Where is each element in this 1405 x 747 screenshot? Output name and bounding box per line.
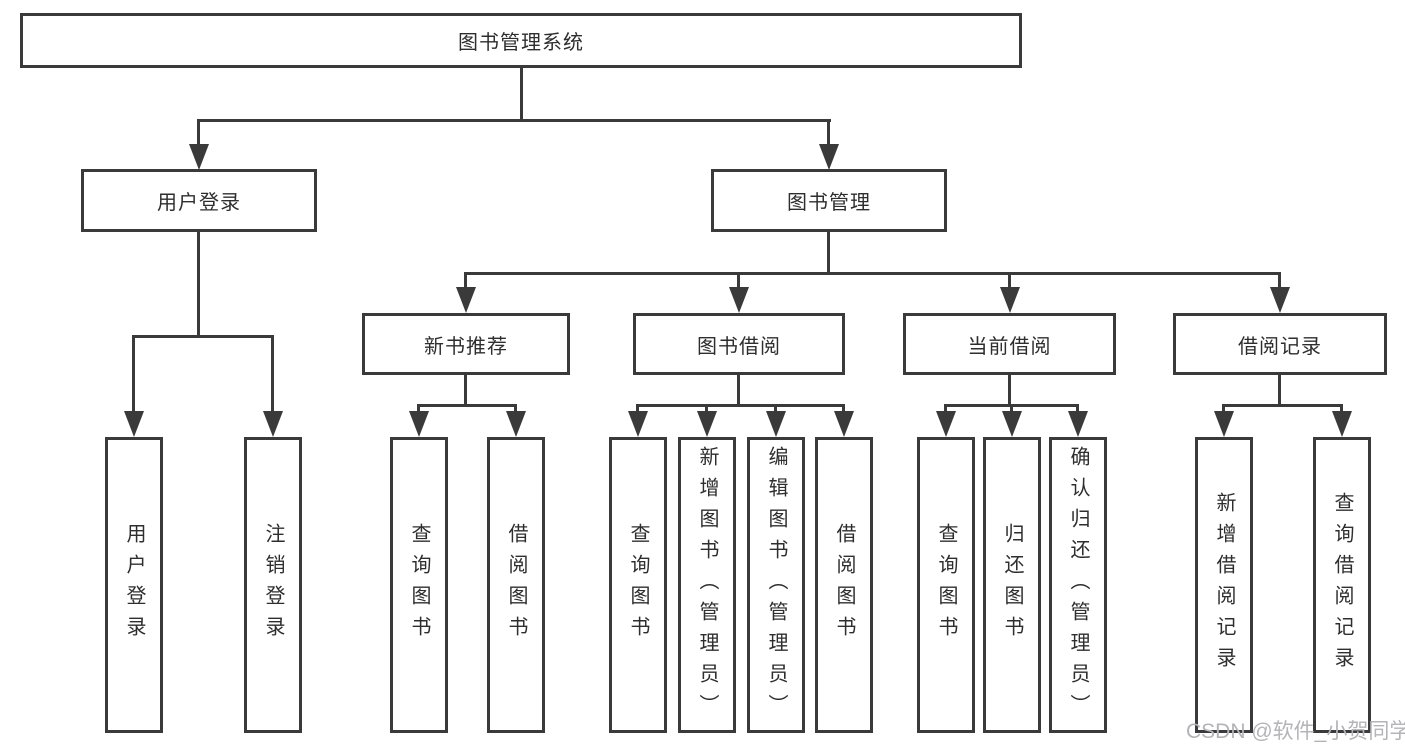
connector-line [464, 272, 1281, 275]
connector-line [774, 404, 777, 414]
arrow-down-icon [834, 411, 854, 437]
connector-line [197, 119, 200, 147]
connector-line [1222, 404, 1343, 407]
arrow-down-icon [697, 411, 717, 437]
leaf-label: 注销登录 [262, 523, 284, 647]
node-library-management-system: 图书管理系统 [20, 13, 1022, 68]
connector-line [827, 119, 830, 147]
leaf-query-current-borrow: 查询图书 [917, 437, 975, 733]
leaf-return-book: 归还图书 [983, 437, 1041, 733]
arrow-down-icon [1068, 411, 1088, 437]
leaf-borrow-book: 借阅图书 [815, 437, 873, 733]
leaf-edit-book-admin: 编辑图书（管理员） [747, 437, 805, 733]
connector-line [132, 335, 274, 338]
leaf-query-borrow-record: 查询借阅记录 [1313, 437, 1371, 733]
arrow-down-icon [409, 411, 429, 437]
node-label: 图书管理 [787, 192, 871, 214]
connector-line [520, 68, 523, 121]
node-label: 借阅记录 [1238, 335, 1322, 358]
leaf-label: 查询图书 [408, 523, 430, 647]
leaf-label: 借阅图书 [505, 523, 527, 647]
leaf-add-borrow-record: 新增借阅记录 [1195, 437, 1253, 733]
connector-line [464, 272, 467, 289]
connector-line [737, 375, 740, 407]
leaf-label: 编辑图书（管理员） [765, 445, 787, 725]
leaf-user-login: 用户登录 [105, 437, 163, 733]
node-book-management: 图书管理 [711, 169, 947, 232]
leaf-label: 查询图书 [935, 523, 957, 647]
arrow-down-icon [819, 144, 839, 170]
connector-line [132, 335, 135, 413]
connector-line [514, 404, 517, 414]
arrow-down-icon [189, 144, 209, 170]
connector-line [271, 335, 274, 413]
connector-line [636, 404, 639, 414]
connector-line [197, 232, 200, 337]
node-label: 当前借阅 [967, 335, 1052, 358]
connector-line [944, 404, 947, 414]
connector-line [464, 375, 467, 407]
arrow-down-icon [1270, 287, 1290, 313]
arrow-down-icon [628, 411, 648, 437]
arrow-down-icon [124, 411, 144, 437]
node-label: 新书推荐 [424, 335, 508, 358]
connector-line [705, 404, 708, 414]
arrow-down-icon [1214, 411, 1234, 437]
connector-line [1008, 375, 1011, 407]
leaf-label: 确认归还（管理员） [1067, 445, 1089, 725]
leaf-query-book-recommend: 查询图书 [390, 437, 448, 733]
arrow-down-icon [506, 411, 526, 437]
node-user-login: 用户登录 [81, 169, 317, 232]
arrow-down-icon [766, 411, 786, 437]
leaf-label: 新增图书（管理员） [696, 445, 718, 725]
leaf-query-book-borrow: 查询图书 [609, 437, 667, 733]
arrow-down-icon [263, 411, 283, 437]
connector-line [1222, 404, 1225, 414]
connector-line [737, 272, 740, 289]
leaf-label: 归还图书 [1001, 523, 1023, 647]
connector-line [1340, 404, 1343, 414]
connector-line [636, 404, 845, 407]
node-label: 图书借阅 [697, 335, 781, 358]
leaf-label: 查询借阅记录 [1331, 492, 1353, 678]
connector-line [1076, 404, 1079, 414]
arrow-down-icon [1000, 287, 1020, 313]
arrow-down-icon [456, 287, 476, 313]
connector-line [1008, 272, 1011, 289]
node-borrow-record: 借阅记录 [1173, 313, 1387, 375]
leaf-confirm-return-admin: 确认归还（管理员） [1049, 437, 1107, 733]
node-current-borrow: 当前借阅 [903, 313, 1116, 375]
leaf-borrow-book-recommend: 借阅图书 [487, 437, 545, 733]
leaf-add-book-admin: 新增图书（管理员） [678, 437, 736, 733]
connector-line [197, 119, 831, 122]
arrow-down-icon [729, 287, 749, 313]
leaf-label: 查询图书 [627, 523, 649, 647]
node-new-book-recommend: 新书推荐 [362, 313, 570, 375]
csdn-watermark: CSDN @软件_小贺同学 [1186, 720, 1405, 743]
arrow-down-icon [936, 411, 956, 437]
node-book-borrow: 图书借阅 [633, 313, 845, 375]
leaf-logout: 注销登录 [244, 437, 302, 733]
leaf-label: 借阅图书 [833, 523, 855, 647]
connector-line [1278, 375, 1281, 407]
connector-line [827, 232, 830, 274]
connector-line [1010, 404, 1013, 414]
arrow-down-icon [1002, 411, 1022, 437]
connector-line [842, 404, 845, 414]
leaf-label: 用户登录 [123, 523, 145, 647]
node-label: 图书管理系统 [458, 32, 584, 54]
node-label: 用户登录 [157, 192, 241, 214]
connector-line [417, 404, 517, 407]
connector-line [1278, 272, 1281, 289]
leaf-label: 新增借阅记录 [1213, 492, 1235, 678]
arrow-down-icon [1332, 411, 1352, 437]
connector-line [417, 404, 420, 414]
